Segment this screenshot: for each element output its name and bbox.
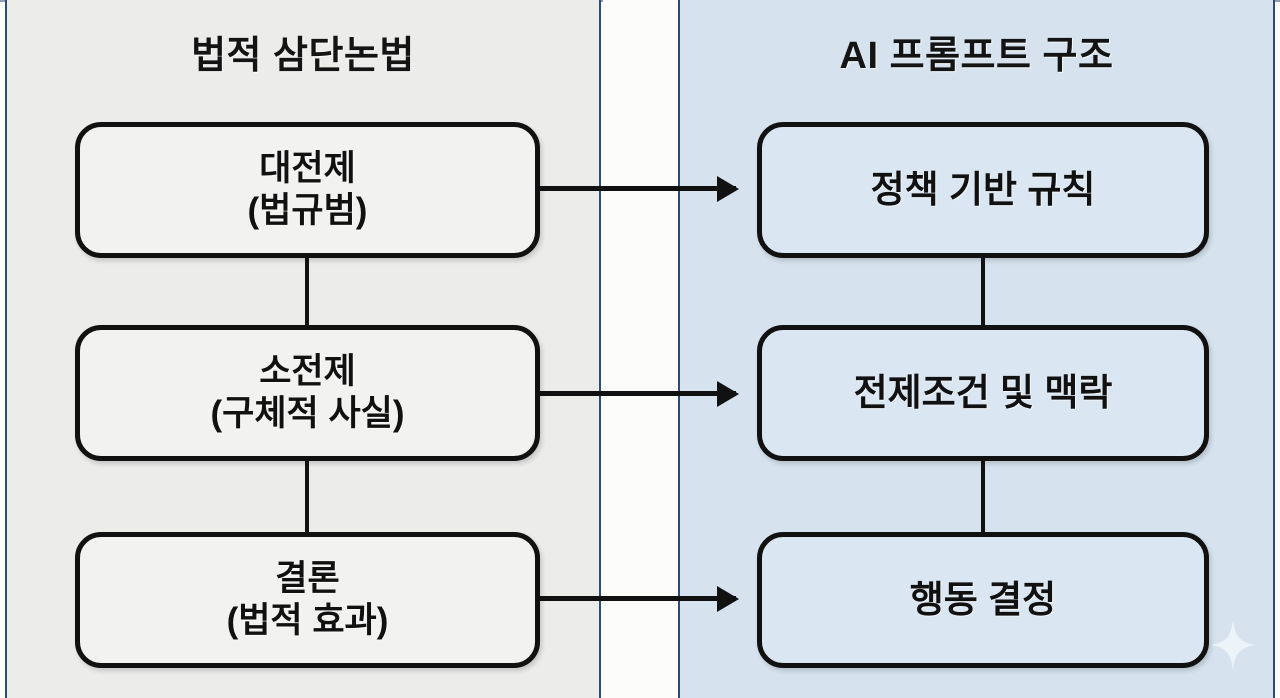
connector-left-1-2: [305, 258, 309, 325]
node-label-line1: 전제조건 및 맥락: [853, 371, 1113, 413]
node-right-policy-rule[interactable]: 정책 기반 규칙: [757, 122, 1209, 258]
node-left-conclusion[interactable]: 결론 (법적 효과): [75, 532, 540, 668]
node-left-major-premise[interactable]: 대전제 (법규범): [75, 122, 540, 258]
panel-divider-gap: [603, 0, 678, 698]
node-label-line1: 정책 기반 규칙: [870, 168, 1096, 210]
node-label-line2: (법적 효과): [226, 601, 389, 640]
node-label-line1: 결론: [275, 559, 340, 598]
node-left-minor-premise[interactable]: 소전제 (구체적 사실): [75, 325, 540, 461]
arrow-minor-premise-to-precondition: [540, 391, 736, 396]
arrow-conclusion-to-action-decision: [540, 596, 736, 601]
sparkle-icon: [1211, 620, 1255, 670]
connector-right-2-3: [981, 461, 985, 532]
node-label-line1: 대전제: [259, 149, 356, 188]
node-label-line2: (법규범): [247, 191, 368, 230]
connector-right-1-2: [981, 258, 985, 325]
node-right-precondition-context[interactable]: 전제조건 및 맥락: [757, 325, 1209, 461]
node-label-line1: 행동 결정: [909, 578, 1057, 620]
right-panel-title: AI 프롬프트 구조: [839, 35, 1114, 77]
node-right-action-decision[interactable]: 행동 결정: [757, 532, 1209, 668]
left-panel-title: 법적 삼단논법: [191, 35, 415, 77]
node-label-line1: 소전제: [259, 352, 356, 391]
arrow-major-premise-to-policy-rule: [540, 186, 736, 191]
node-label-line2: (구체적 사실): [210, 394, 405, 433]
connector-left-2-3: [305, 461, 309, 532]
